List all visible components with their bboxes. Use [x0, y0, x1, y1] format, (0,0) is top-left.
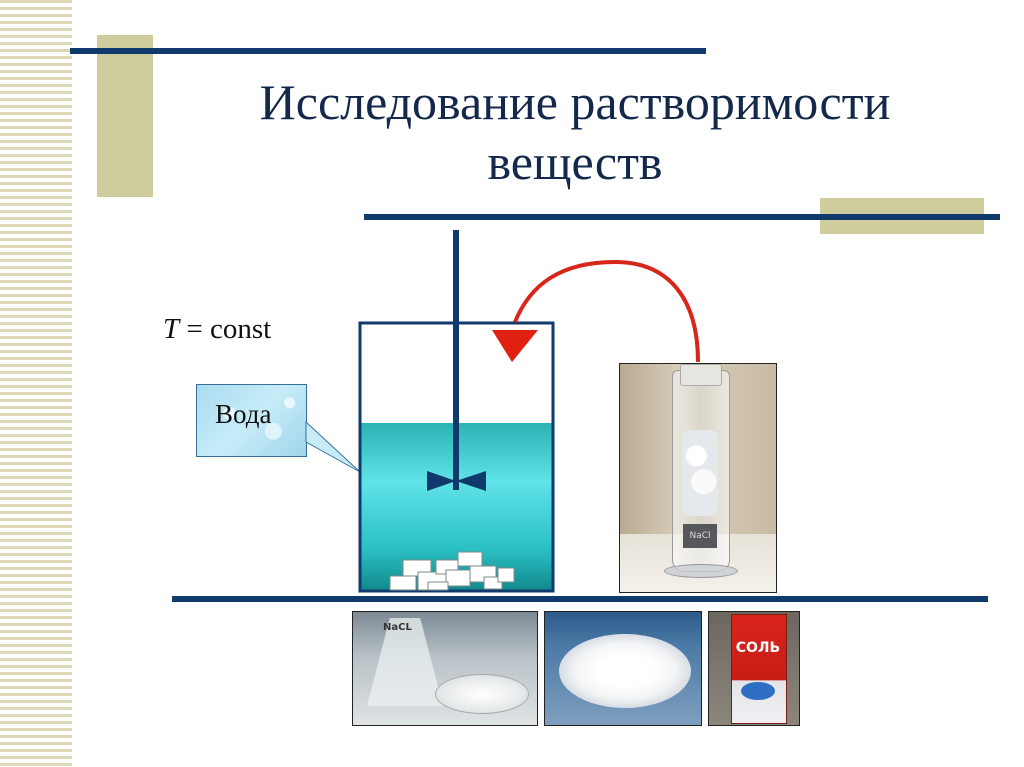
- salt-package-emblem: [741, 682, 775, 700]
- title-line-1: Исследование растворимости: [259, 74, 891, 130]
- tube-stopper: [680, 364, 722, 386]
- callout-pointer: [305, 420, 361, 473]
- beaker-outline: [358, 321, 555, 593]
- salt-package-photo: СОЛЬ: [708, 611, 800, 726]
- page-title: Исследование растворимости веществ: [100, 72, 1024, 192]
- tan-block-left: [97, 35, 153, 197]
- tube-salt-crystals: [682, 430, 718, 516]
- water-callout-label: Вода: [215, 399, 272, 429]
- test-tube-photo: NaCl: [619, 363, 777, 593]
- beaker-water: [360, 423, 553, 591]
- flask-photo: NaCL: [352, 611, 538, 726]
- left-stripe-decoration: [0, 0, 72, 767]
- top-rule: [70, 48, 706, 54]
- petri-dish: [559, 634, 691, 708]
- salt-package: [731, 614, 787, 724]
- stirrer-blade-left: [427, 471, 456, 491]
- temperature-symbol: T: [163, 313, 180, 345]
- flask-label: NaCL: [383, 622, 412, 633]
- transfer-arrow-curve: [513, 259, 700, 363]
- stirrer-blade-right: [456, 471, 486, 491]
- petri-dish-small: [435, 674, 529, 714]
- salt-crystals: [389, 551, 515, 591]
- water-callout: Вода: [196, 384, 307, 457]
- middle-rule: [364, 214, 1000, 220]
- title-line-2: веществ: [487, 134, 663, 190]
- salt-package-label: СОЛЬ: [735, 640, 781, 656]
- transfer-arrow-head: [492, 330, 538, 362]
- condition-text: = const: [179, 313, 272, 345]
- tube-label: NaCl: [683, 524, 717, 548]
- temperature-condition: T = const: [163, 313, 271, 346]
- bottom-rule: [172, 596, 988, 602]
- tube-base: [664, 564, 738, 578]
- petri-dish-photo: [544, 611, 702, 726]
